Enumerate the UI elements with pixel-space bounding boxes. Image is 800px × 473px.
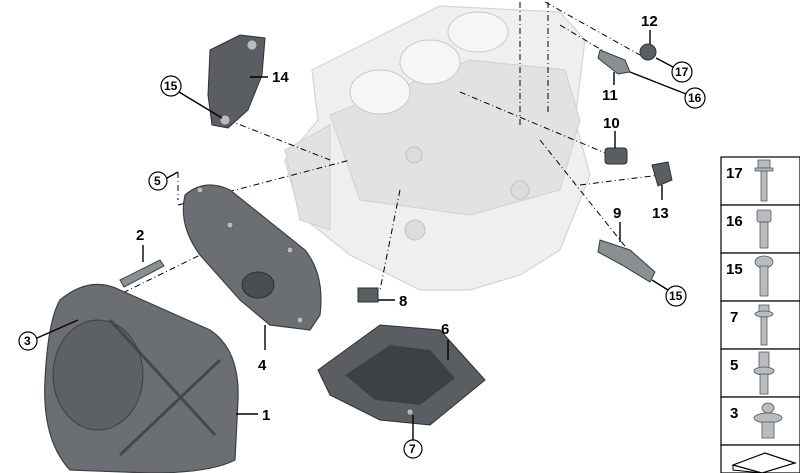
plug-part-12	[639, 43, 657, 61]
callout-2: 2	[136, 227, 144, 244]
callout-7: 7	[409, 442, 416, 456]
sensor-part-9	[597, 239, 656, 283]
callout-17: 17	[675, 65, 689, 79]
legend-label-3: 3	[730, 405, 738, 422]
callout-5: 5	[154, 174, 161, 188]
sensor-part-13	[651, 161, 673, 187]
callout-16: 16	[688, 91, 702, 105]
engine-block	[284, 5, 591, 291]
front-cover-part-1	[44, 283, 239, 473]
legend-label-5: 5	[730, 357, 738, 374]
callout-labels: 1 2 3 4 5 6 7 8 9 10 11 12 13 14 15	[18, 13, 706, 459]
callout-14: 14	[272, 69, 289, 86]
gasket-sheet-icon	[731, 452, 797, 473]
legend-label-16: 16	[726, 213, 743, 230]
callout-1: 1	[262, 407, 270, 424]
oil-baffle-part-6	[317, 324, 486, 426]
bolt-hex-flange-icon	[754, 159, 774, 202]
callout-6: 6	[441, 321, 449, 338]
sensor-part-8	[357, 287, 379, 303]
callout-4: 4	[258, 357, 267, 374]
stud-bolt-icon	[753, 351, 775, 395]
legend-label-15: 15	[726, 261, 743, 278]
sensor-part-10	[604, 147, 628, 165]
bolt-socket-head-icon	[756, 209, 772, 249]
callout-8: 8	[399, 293, 407, 310]
legend-label-7: 7	[730, 309, 738, 326]
callout-3: 3	[24, 334, 31, 348]
callout-15-lower: 15	[669, 289, 683, 303]
timing-case-part-4	[182, 184, 322, 331]
callout-11: 11	[602, 87, 618, 104]
expanding-rivet-icon	[753, 402, 783, 439]
legend-label-17: 17	[726, 165, 743, 182]
callout-15-upper: 15	[164, 79, 178, 93]
sensor-part-11	[597, 49, 631, 75]
callout-9: 9	[613, 205, 621, 222]
stud-part-2	[119, 259, 165, 288]
fastener-legend-panel: 17 16 15 7 5 3	[720, 156, 800, 473]
bolt-flange-icon	[754, 304, 774, 346]
callout-12: 12	[641, 13, 658, 30]
callout-13: 13	[652, 205, 669, 222]
callout-10: 10	[603, 115, 620, 132]
bolt-torx-icon	[754, 255, 774, 297]
bracket-part-14	[207, 34, 266, 129]
